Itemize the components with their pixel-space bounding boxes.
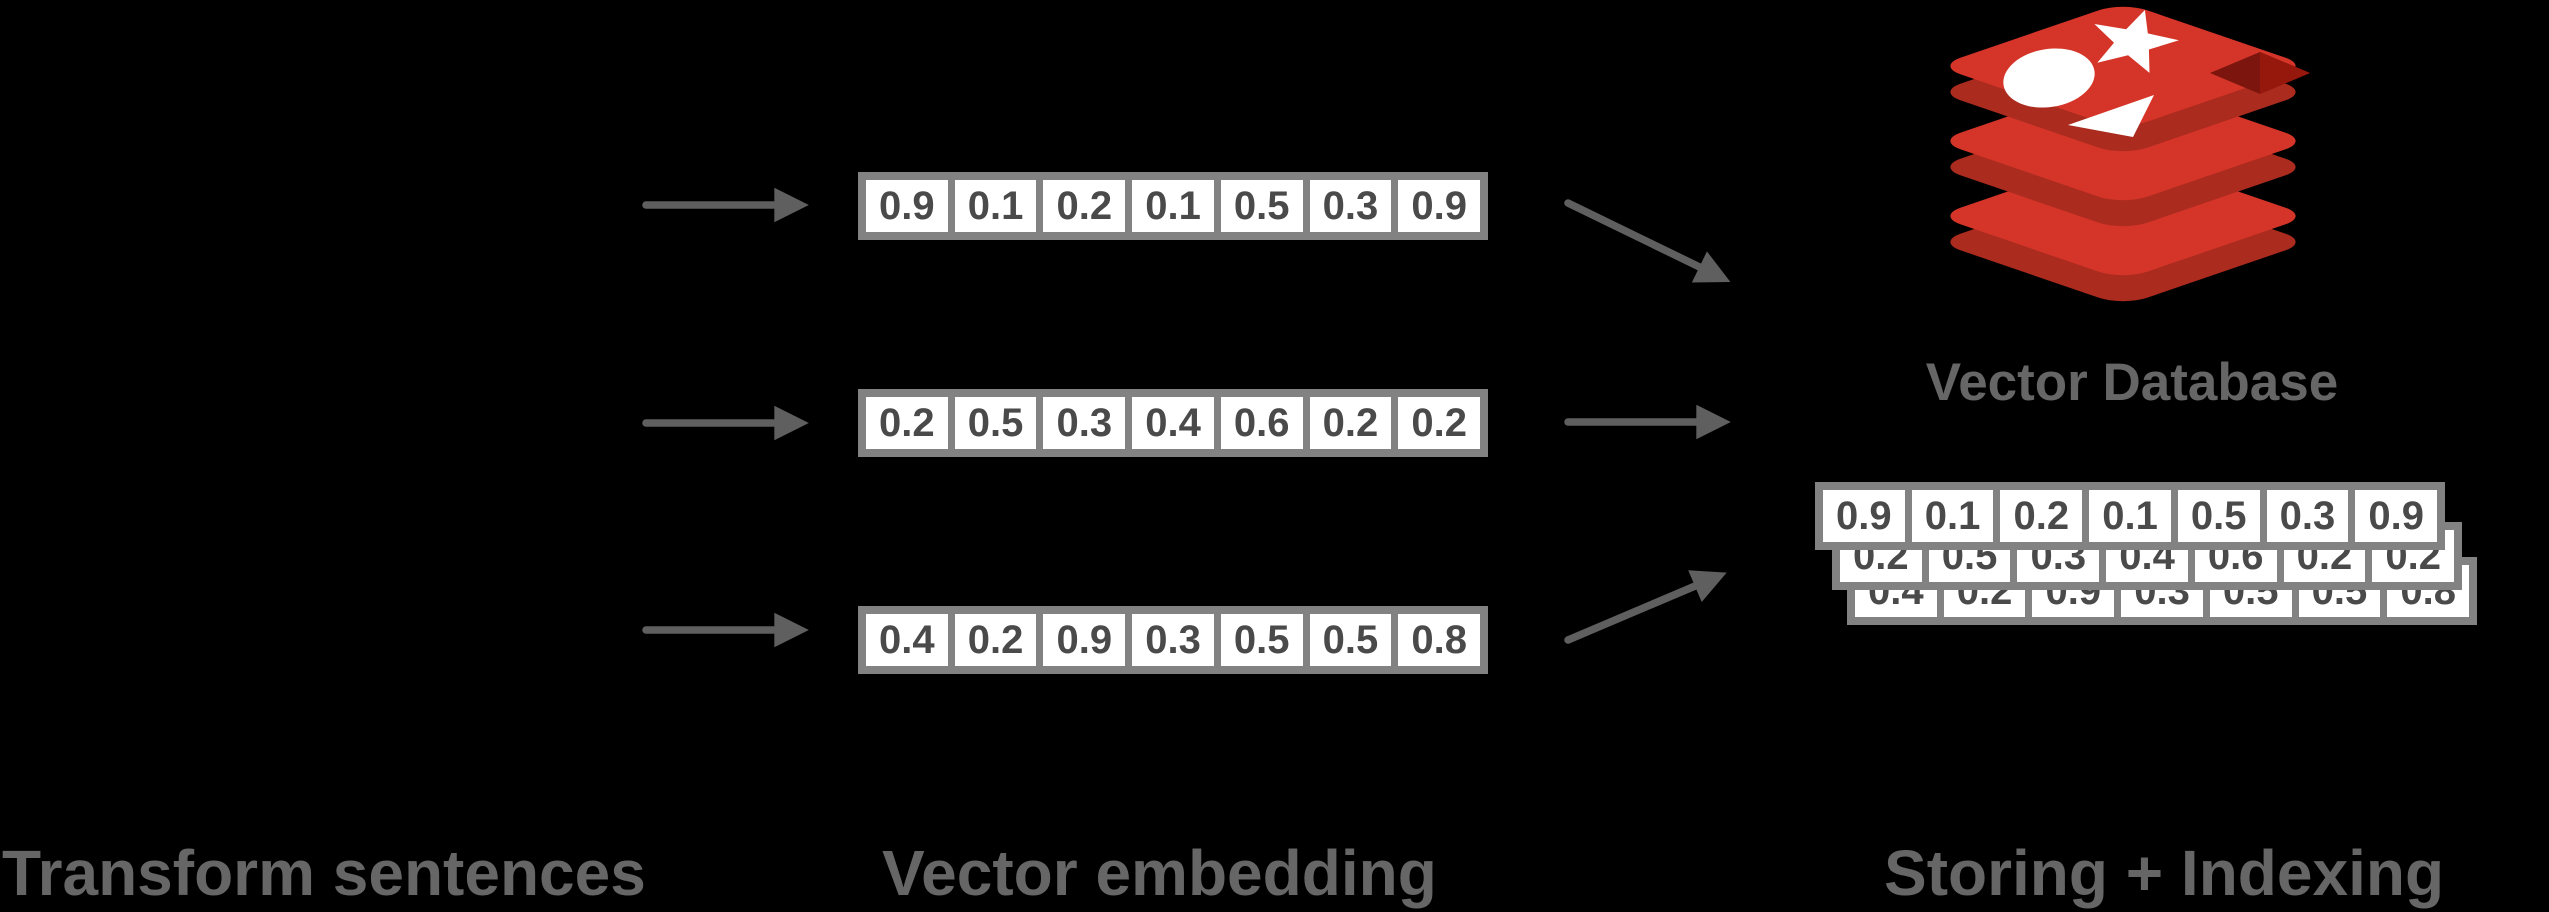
- vector-cell: 0.2: [1398, 397, 1481, 449]
- vector-cell: 0.4: [866, 614, 948, 666]
- vector-cell: 0.2: [954, 614, 1037, 666]
- vector-cell: 0.1: [2089, 490, 2171, 542]
- vector-cell: 0.5: [1220, 180, 1303, 232]
- stage-label-vector-embedding: Vector embedding: [882, 837, 1437, 909]
- vector-cell: 0.9: [866, 180, 948, 232]
- vector-cell: 0.9: [1823, 490, 1905, 542]
- database-label: Vector Database: [1925, 353, 2339, 412]
- redis-circle-glyph: [2003, 48, 2095, 108]
- redis-star-glyph: [2094, 10, 2179, 73]
- vector-cell: 0.2: [1309, 397, 1392, 449]
- vector-cell: 0.9: [1043, 614, 1126, 666]
- redis-square-hole-facet: [2260, 52, 2310, 94]
- stage-label-storing-indexing: Storing + Indexing: [1884, 837, 2445, 909]
- stage-label-transform-sentences: Transform sentences: [2, 837, 646, 909]
- vector-cell: 0.5: [1220, 614, 1303, 666]
- vector-cell: 0.9: [1398, 180, 1481, 232]
- vector-cell: 0.5: [1309, 614, 1392, 666]
- vector-cell: 0.3: [1132, 614, 1214, 666]
- vector-cell: 0.1: [954, 180, 1037, 232]
- vector-cell: 0.3: [1309, 180, 1392, 232]
- vector-cell: 0.2: [2000, 490, 2083, 542]
- vector-cell: 0.5: [2177, 490, 2260, 542]
- arrow-vector1-to-database: [1564, 199, 1731, 283]
- redis-logo-icon: [1950, 6, 2310, 302]
- arrow-vector3-to-stack: [1564, 570, 1727, 644]
- vector-cell: 0.6: [1220, 397, 1303, 449]
- vector-cell: 0.3: [1043, 397, 1126, 449]
- redis-triangle-glyph: [2068, 95, 2154, 137]
- vector-cell: 0.9: [2355, 490, 2438, 542]
- vector-cell: 0.8: [1398, 614, 1481, 666]
- vector-cell: 0.2: [866, 397, 948, 449]
- vector-cell: 0.1: [1911, 490, 1994, 542]
- vector-cell: 0.5: [954, 397, 1037, 449]
- vector-cell: 0.4: [1132, 397, 1214, 449]
- vector-cell: 0.3: [2266, 490, 2349, 542]
- vector-cell: 0.2: [1043, 180, 1126, 232]
- vector-cell: 0.1: [1132, 180, 1214, 232]
